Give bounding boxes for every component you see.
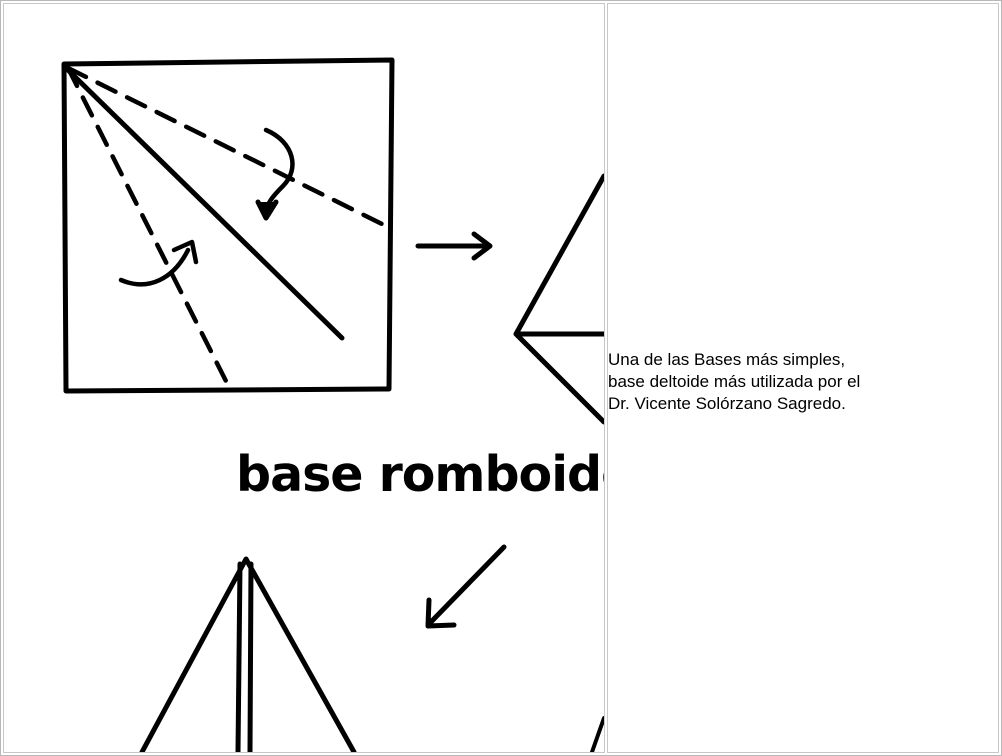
dashed-fold-lower (65, 65, 233, 392)
kite-partial-edge (590, 716, 604, 752)
description-line-1: Una de las Bases más simples, (608, 350, 846, 369)
description-line-3: Dr. Vicente Solórzano Sagredo. (608, 394, 846, 413)
kite-partial-bottom (139, 556, 357, 752)
dashed-fold-upper (65, 65, 391, 230)
down-left-arrow-icon (425, 544, 507, 629)
diagonal-fold-line (65, 67, 345, 341)
description-line-2: base deltoide más utilizada por el (608, 372, 861, 391)
handwritten-label: base romboide (236, 446, 604, 503)
table-row: base romboide Una de las Bases más simpl… (3, 3, 999, 753)
right-arrow-icon (415, 231, 493, 261)
kite-partial-right (513, 173, 604, 425)
origami-fold-diagram: base romboide (61, 57, 604, 752)
fold-arrow-lower-icon (118, 247, 191, 287)
fold-arrow-upper-head (255, 199, 279, 221)
description-text: Una de las Bases más simples, base delto… (608, 341, 998, 415)
fold-arrow-lower-head (171, 239, 199, 265)
description-cell: Una de las Bases más simples, base delto… (607, 3, 999, 753)
diagram-cell: base romboide (3, 3, 605, 753)
square-outline (61, 57, 395, 394)
